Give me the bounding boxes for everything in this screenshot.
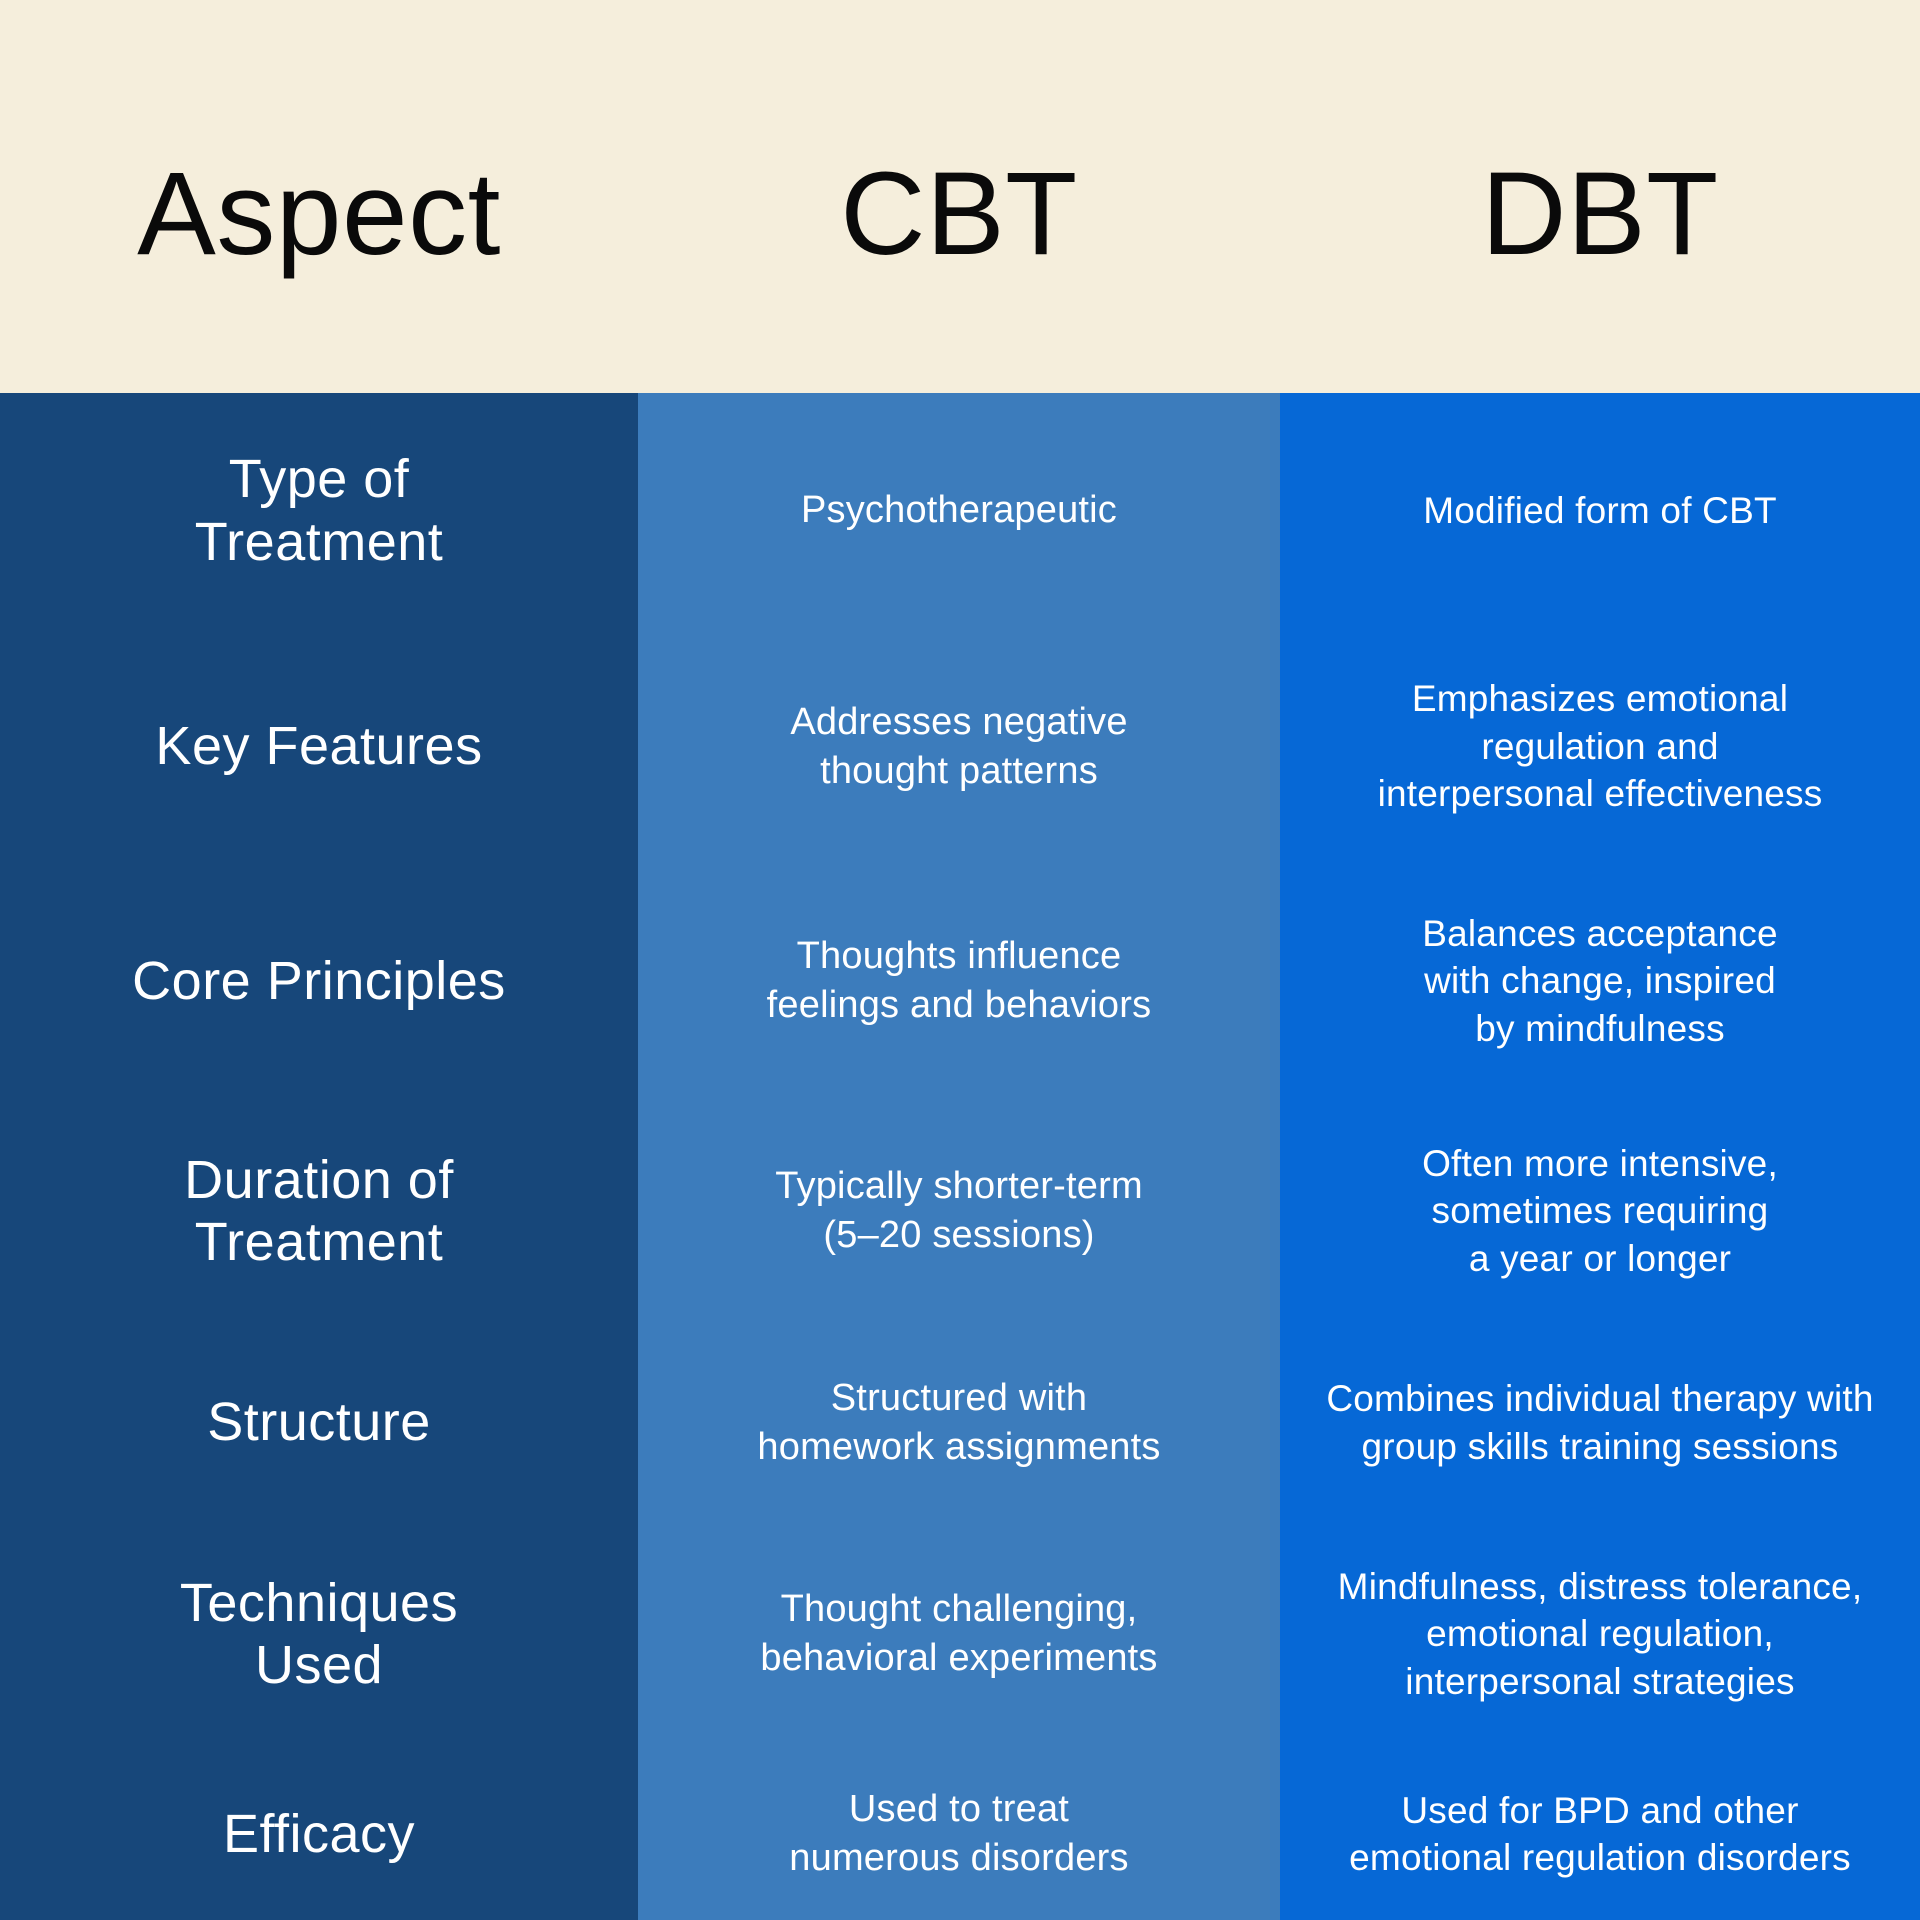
aspect-cell: Core Principles xyxy=(132,950,506,1011)
aspect-cell: Efficacy xyxy=(222,1803,416,1864)
column-aspect: Type of Treatment Key Features Core Prin… xyxy=(0,393,638,1920)
dbt-cell: Used for BPD and other emotional regulat… xyxy=(1349,1789,1851,1878)
cbt-cell: Thoughts influence feelings and behavior… xyxy=(766,935,1152,1026)
aspect-cell: Type of Treatment xyxy=(194,449,444,572)
cbt-cell: Used to treat numerous disorders xyxy=(789,1788,1129,1879)
header-cell-cbt: CBT xyxy=(638,155,1280,393)
table-body: Type of Treatment Key Features Core Prin… xyxy=(0,393,1920,1920)
dbt-cell: Combines individual therapy with group s… xyxy=(1326,1378,1874,1467)
column-cbt: Psychotherapeutic Addresses negative tho… xyxy=(638,393,1280,1920)
dbt-cell: Mindfulness, distress tolerance, emotion… xyxy=(1337,1565,1863,1702)
aspect-cell: Techniques Used xyxy=(179,1572,459,1695)
cbt-cell: Addresses negative thought patterns xyxy=(790,700,1128,792)
table-header-row: Aspect CBT DBT xyxy=(0,0,1920,393)
aspect-cell: Structure xyxy=(207,1392,431,1453)
cbt-cell: Typically shorter-term (5–20 sessions) xyxy=(775,1165,1143,1256)
column-header-cbt: CBT xyxy=(840,148,1078,280)
dbt-cell: Modified form of CBT xyxy=(1423,489,1777,531)
column-dbt: Modified form of CBT Emphasizes emotiona… xyxy=(1280,393,1920,1920)
column-header-aspect: Aspect xyxy=(137,148,501,280)
aspect-cell: Key Features xyxy=(155,716,483,777)
dbt-cell: Balances acceptance with change, inspire… xyxy=(1422,912,1778,1049)
header-cell-aspect: Aspect xyxy=(0,155,638,393)
aspect-cell: Duration of Treatment xyxy=(184,1149,454,1272)
cbt-cell: Psychotherapeutic xyxy=(800,489,1118,532)
column-header-dbt: DBT xyxy=(1481,148,1719,280)
cbt-cell: Thought challenging, behavioral experime… xyxy=(760,1588,1158,1679)
dbt-cell: Emphasizes emotional regulation and inte… xyxy=(1377,678,1823,815)
dbt-cell: Often more intensive, sometimes requirin… xyxy=(1422,1142,1778,1279)
cbt-cell: Structured with homework assignments xyxy=(757,1376,1161,1468)
header-cell-dbt: DBT xyxy=(1280,155,1920,393)
